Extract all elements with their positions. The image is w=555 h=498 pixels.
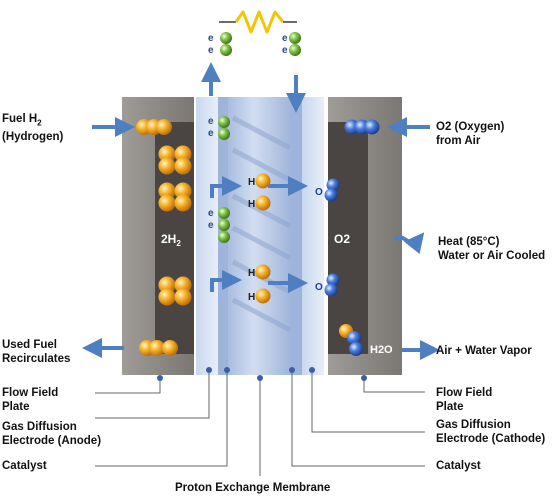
gas-diffusion-anode-label: Gas Diffusion Electrode (Anode)	[2, 421, 102, 447]
gas-diffusion-cathode-label: Gas Diffusion Electrode (Cathode)	[436, 419, 546, 445]
catalyst-left-label: Catalyst	[2, 460, 47, 472]
h2-molecule	[158, 276, 192, 306]
electrons	[218, 32, 301, 243]
h2-molecule	[158, 145, 192, 175]
catalyst-layer-cathode	[292, 97, 302, 375]
proton-label: H	[248, 268, 255, 279]
arrow-branch-2	[210, 270, 242, 292]
arrow-branch-1	[210, 176, 242, 198]
oxygen-atom-label: O	[315, 282, 323, 293]
h2-molecule	[139, 340, 178, 356]
leader-dots	[157, 367, 367, 381]
water-label: H2O	[370, 344, 393, 356]
heat-arrow	[393, 232, 425, 255]
flow-field-plate-left	[122, 97, 194, 375]
electron-label: e	[208, 45, 214, 56]
oxygen-molecules	[324, 119, 380, 356]
o2-molecule	[344, 119, 380, 135]
leader-lines	[95, 370, 425, 476]
gas-diffusion-electrode-anode	[196, 97, 218, 375]
h2-molecule	[158, 182, 192, 212]
electron-label: e	[208, 128, 214, 139]
oxygen-atom	[324, 188, 338, 202]
oxygen-atom	[326, 178, 340, 192]
membrane-channels	[231, 115, 292, 333]
proton-label: H	[248, 177, 255, 188]
flow-arrows	[82, 62, 440, 360]
hydrogen-molecules	[136, 119, 192, 356]
electron-label: e	[208, 116, 214, 127]
proton-label: H	[248, 292, 255, 303]
catalyst-right-label: Catalyst	[436, 460, 481, 472]
oxygen-atom-label: O	[315, 187, 323, 198]
proton-exchange-membrane	[228, 97, 292, 375]
anode-chamber-label: 2H2	[161, 232, 181, 248]
protons	[255, 173, 271, 304]
oxygen-atom	[326, 273, 340, 287]
electron-label: e	[208, 33, 214, 44]
external-circuit	[219, 10, 297, 34]
electron-label: e	[282, 45, 288, 56]
flow-field-plate-right	[328, 97, 402, 375]
air-water-vapor-label: Air + Water Vapor	[436, 345, 532, 357]
proton-label: H	[248, 199, 255, 210]
oxygen-atom	[324, 283, 338, 297]
used-fuel-label: Used Fuel Recirculates	[2, 339, 71, 365]
gas-diffusion-electrode-cathode	[302, 97, 324, 375]
cathode-chamber-label: O2	[334, 232, 350, 246]
electron-label: e	[208, 208, 214, 219]
heat-output-label: Heat (85°C) Water or Air Cooled	[438, 236, 546, 262]
oxygen-input-label: O2 (Oxygen) from Air	[436, 121, 505, 147]
electron-label: e	[282, 33, 288, 44]
fuel-input-label: Fuel H2 (Hydrogen)	[2, 113, 64, 144]
water-molecule	[339, 324, 363, 356]
electron-label: e	[208, 220, 214, 231]
flow-field-plate-left-label: Flow Field Plate	[2, 387, 59, 413]
flow-field-plate-right-label: Flow Field Plate	[436, 387, 493, 413]
resistor-icon	[234, 10, 285, 34]
h2-molecule	[136, 119, 172, 135]
membrane-label: Proton Exchange Membrane	[175, 482, 331, 494]
